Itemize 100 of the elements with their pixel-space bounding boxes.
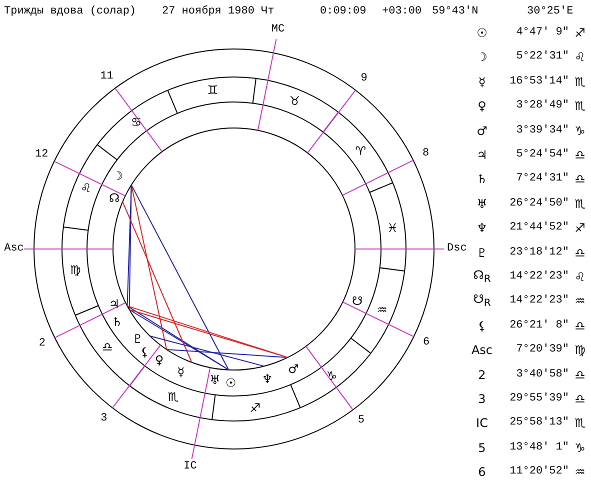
position-value: 21°44'52" (510, 222, 569, 234)
table-symbol: ♀ (478, 100, 486, 112)
angle-label: Dsc (447, 244, 467, 254)
table-sign-glyph: ♏ (574, 417, 586, 430)
position-value: 7°20'39" (516, 344, 569, 356)
table-symbol: 5 (478, 442, 486, 454)
planet-glyph: ♆ (262, 372, 273, 385)
table-symbol: ☽ (476, 51, 488, 64)
table-symbol: 6 (478, 466, 486, 478)
position-value: 13°48' 1" (510, 442, 569, 454)
zodiac-glyph: ♑ (326, 370, 338, 382)
time-text: 0:09:09 (320, 6, 366, 18)
planet-glyph: ♃ (108, 298, 120, 310)
planet-glyph: ♄ (112, 316, 123, 328)
planet-glyph: ⚸ (140, 346, 150, 358)
zodiac-glyph: ♌ (80, 182, 92, 194)
table-sign-glyph: ♌ (574, 271, 586, 283)
table-sign-glyph: ♎ (574, 149, 586, 161)
table-symbol: ♇ (476, 246, 488, 259)
house-number: 12 (35, 150, 48, 161)
planet-glyph: ☉ (225, 376, 236, 389)
zodiac-glyph: ♓ (387, 222, 398, 234)
planet-glyph: ☽ (112, 170, 124, 182)
house-number: 9 (360, 74, 368, 85)
planet-glyph: ♇ (132, 333, 144, 346)
position-value: 5°24'54" (516, 150, 569, 160)
zodiac-glyph: ♎ (102, 340, 113, 353)
position-value: 14°22'23" (510, 272, 569, 282)
table-symbol: ☊$_{R}$ (473, 268, 491, 286)
zodiac-glyph: ♉ (289, 95, 300, 107)
chart-title: Трижды вдова (солар) (4, 6, 136, 18)
position-value: 16°53'14" (510, 76, 569, 88)
latitude-text: 59°43'N (432, 6, 478, 18)
table-symbol: ☿ (478, 76, 486, 88)
position-value: 7°24'31" (516, 174, 569, 185)
zodiac-glyph: ♏ (168, 390, 179, 403)
house-number: 2 (38, 338, 46, 350)
table-sign-glyph: ♏ (574, 198, 586, 210)
table-symbol: Asc (471, 344, 493, 356)
table-symbol: ☋$_{R}$ (473, 293, 491, 310)
table-symbol: ♃ (476, 149, 488, 161)
position-value: 11°20'52" (510, 466, 569, 478)
zodiac-glyph: ♊ (207, 84, 218, 96)
table-sign-glyph: ♑ (574, 442, 586, 454)
table-sign-glyph: ♍ (574, 344, 586, 356)
position-value: 23°18'12" (510, 247, 569, 258)
table-sign-glyph: ♐ (574, 222, 586, 234)
house-number: 6 (423, 337, 430, 348)
house-number: 8 (422, 148, 430, 160)
table-sign-glyph: ♎ (574, 393, 586, 405)
position-value: 14°22'23" (510, 296, 569, 307)
table-sign-glyph: ♎ (574, 368, 586, 381)
planet-glyph: ☊ (108, 192, 120, 204)
position-value: 3°40'58" (516, 369, 569, 380)
house-number: 11 (100, 71, 114, 82)
table-sign-glyph: ♎ (574, 246, 586, 259)
position-value: 25°58'13" (510, 418, 569, 429)
position-value: 4°47' 9" (516, 28, 569, 38)
position-value: 26°21' 8" (510, 320, 569, 332)
planet-glyph: ☋ (352, 295, 363, 308)
table-symbol: 2 (478, 368, 486, 381)
table-symbol: 3 (478, 393, 486, 405)
house-number: 5 (358, 416, 364, 427)
zodiac-glyph: ♋ (130, 116, 142, 128)
planet-glyph: ☿ (177, 366, 185, 378)
zodiac-glyph: ♍ (70, 264, 81, 276)
table-sign-glyph: ♐ (574, 27, 586, 39)
longitude-text: 30°25'E (527, 6, 574, 18)
table-sign-glyph: ♎ (574, 320, 586, 332)
planet-glyph: ♀ (154, 354, 164, 366)
table-symbol: ♆ (476, 222, 488, 234)
position-value: 3°28'49" (516, 100, 569, 112)
table-sign-glyph: ♏ (574, 76, 586, 88)
angle-label: IC (184, 461, 197, 472)
table-symbol: ♄ (476, 173, 488, 186)
angle-label: Asc (4, 244, 24, 254)
table-symbol: IC (476, 417, 488, 430)
angle-label: MC (271, 24, 285, 36)
table-sign-glyph: ♒ (574, 466, 586, 478)
zodiac-glyph: ♐ (250, 402, 261, 414)
zodiac-glyph: ♒ (376, 304, 388, 316)
table-sign-glyph: ♒ (574, 295, 586, 308)
position-value: 3°39'34" (516, 125, 569, 136)
planet-glyph: ♅ (209, 374, 220, 386)
planet-glyph: ♂ (288, 363, 299, 376)
table-sign-glyph: ♎ (574, 173, 586, 186)
table-sign-glyph: ♌ (574, 51, 586, 64)
position-value: 26°24'50" (510, 198, 569, 210)
timezone-text: +03:00 (382, 6, 422, 18)
table-sign-glyph: ♑ (574, 124, 586, 137)
table-symbol: ♂ (476, 124, 488, 137)
table-symbol: ⚸ (478, 320, 486, 332)
table-symbol: ♅ (476, 198, 488, 210)
position-value: 29°55'39" (510, 394, 569, 404)
zodiac-glyph: ♈ (355, 145, 366, 158)
table-sign-glyph: ♏ (574, 100, 586, 112)
house-number: 3 (100, 413, 108, 424)
position-value: 5°22'31" (516, 52, 569, 63)
table-symbol: ☉ (476, 27, 488, 39)
date-text: 27 ноября 1980 Чт (162, 6, 274, 18)
